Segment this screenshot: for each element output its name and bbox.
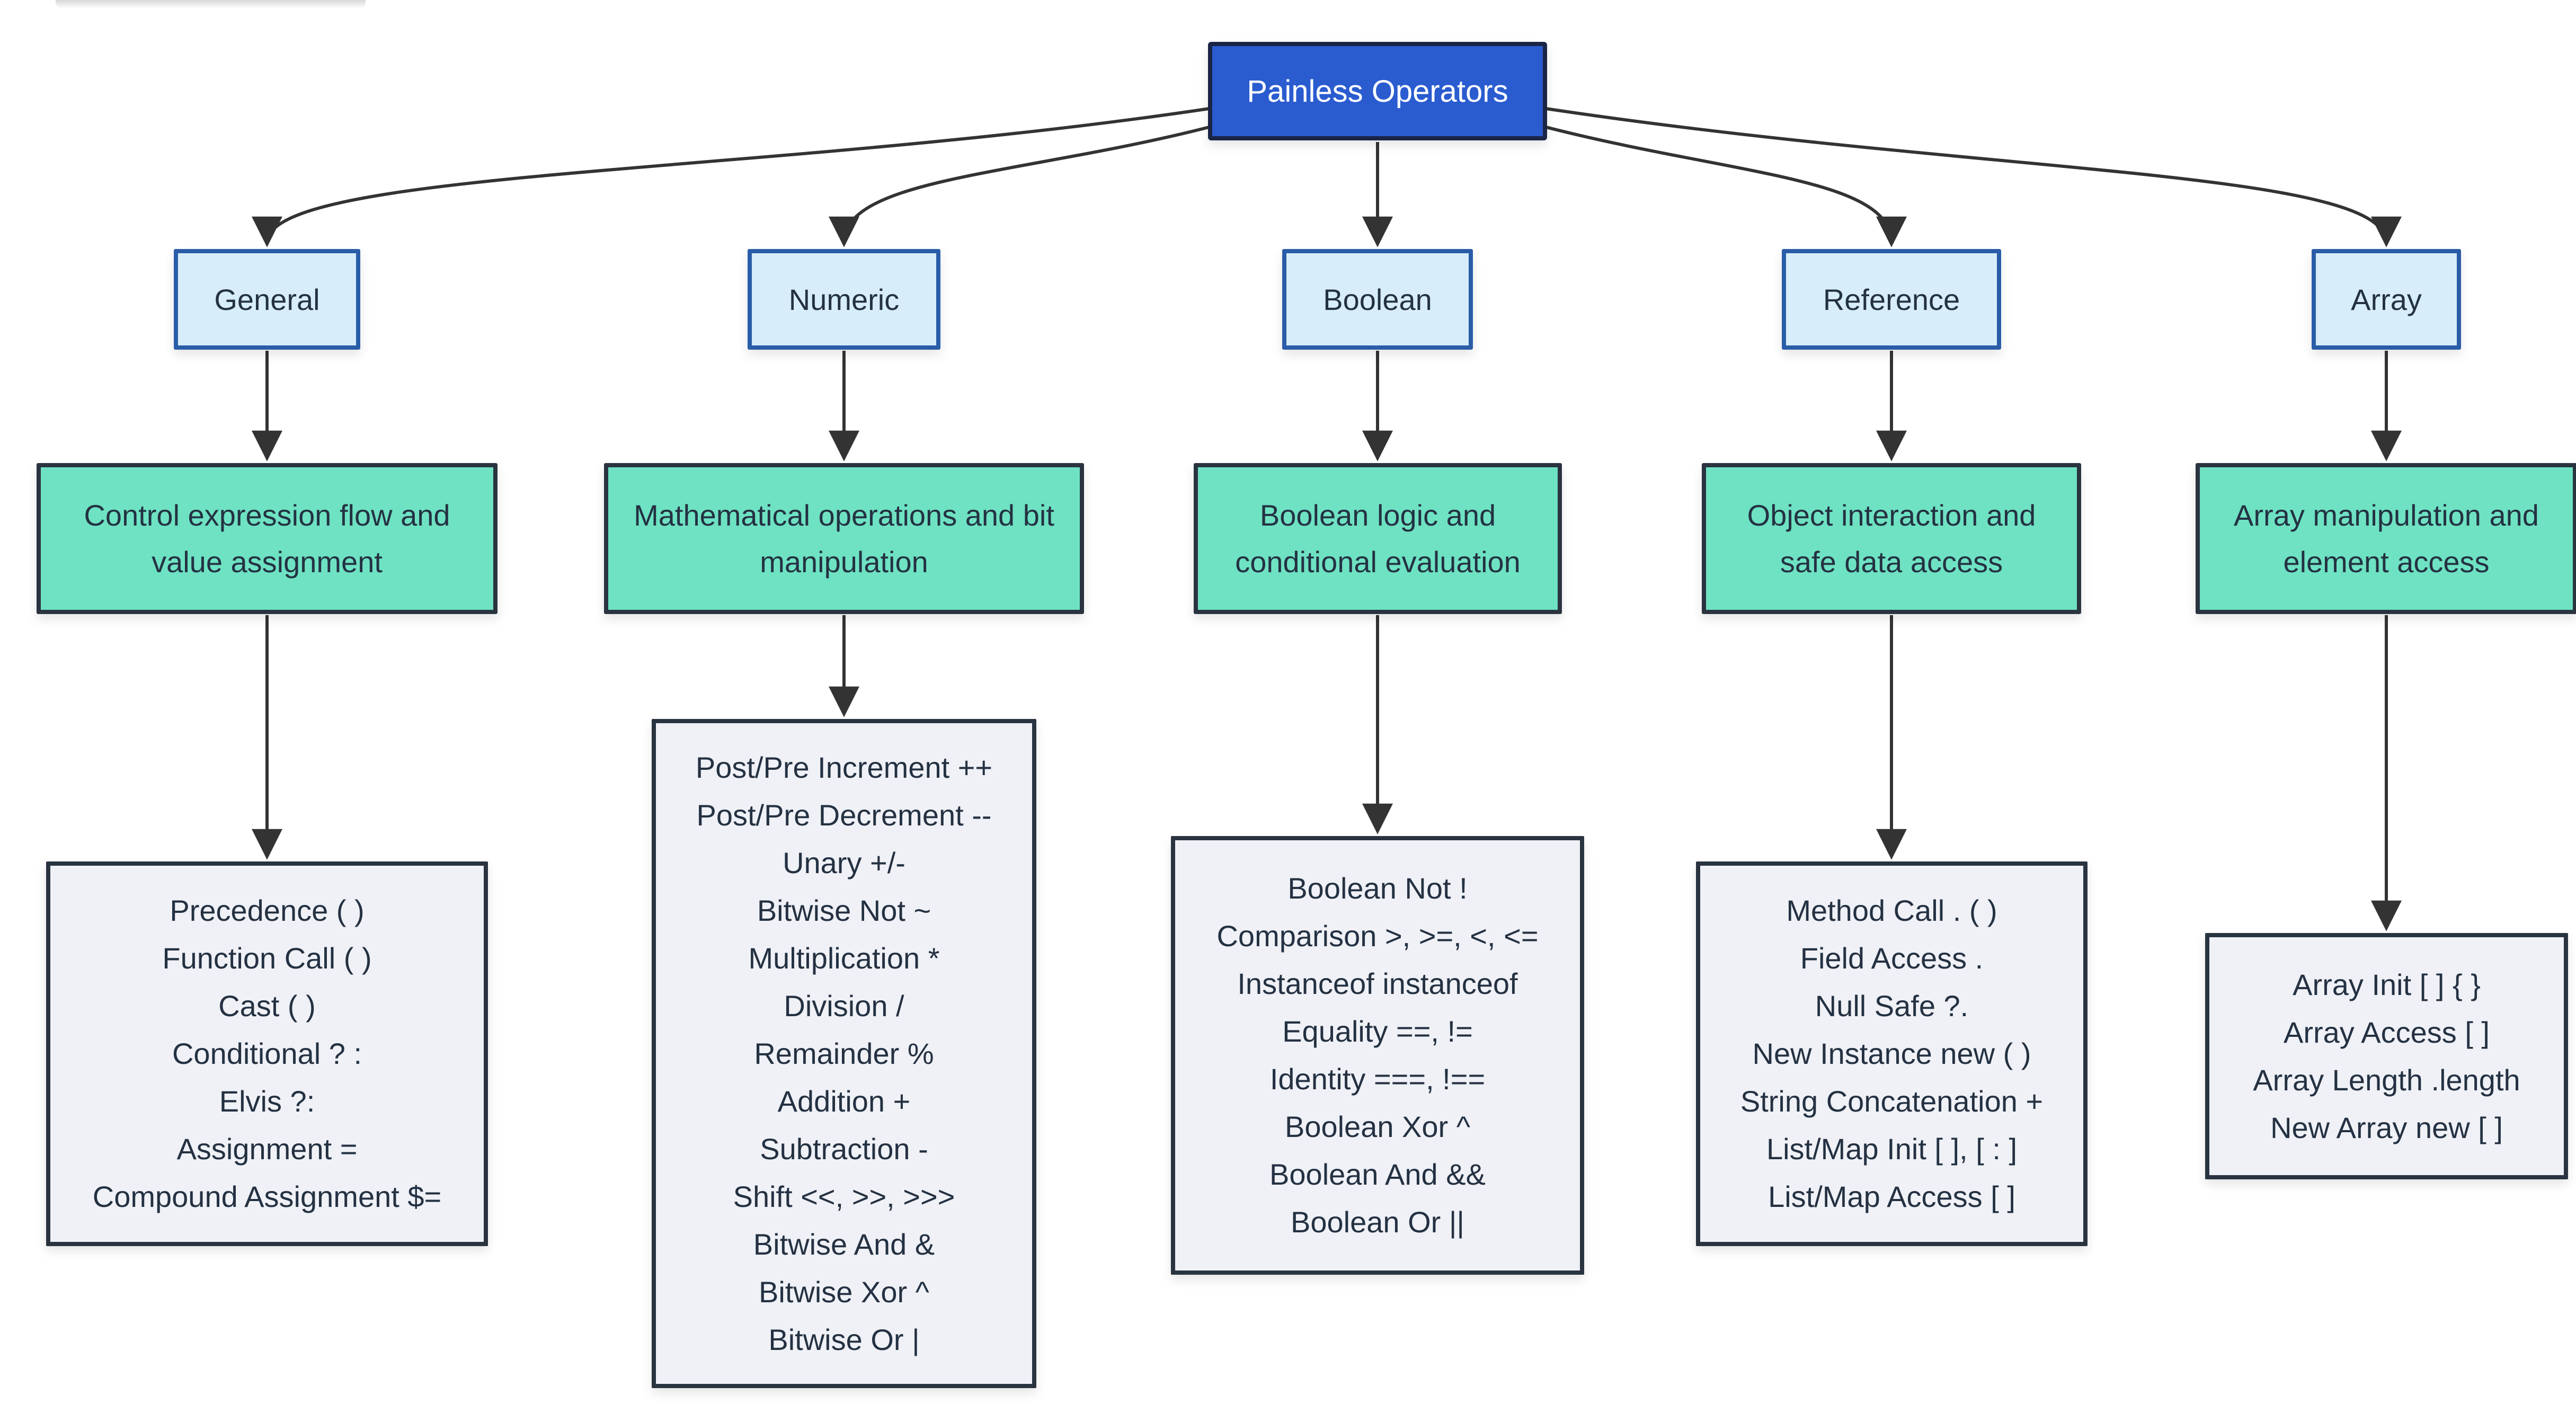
- operator-item: Cast ( ): [218, 989, 316, 1023]
- operator-item: Bitwise Or |: [768, 1322, 920, 1356]
- category-node-numeric: Numeric: [748, 249, 940, 350]
- operator-item: Method Call . ( ): [1786, 894, 1997, 927]
- operator-item: Shift <<, >>, >>>: [733, 1179, 955, 1213]
- operator-item: Array Init [ ] { }: [2293, 967, 2481, 1001]
- edge-root-to-array: [1545, 107, 2402, 247]
- summary-node-boolean: Boolean logic and conditional evaluation: [1194, 463, 1562, 614]
- operator-item: Comparison >, >=, <, <=: [1216, 919, 1539, 953]
- edge-root-to-reference: [1545, 126, 1907, 247]
- operator-list-reference: Method Call . ( ) Field Access . Null Safe…: [1696, 861, 2088, 1246]
- summary-node-array: Array manipulation and element access: [2196, 463, 2576, 614]
- operator-item: Array Access [ ]: [2284, 1015, 2490, 1049]
- operator-item: Boolean And &&: [1269, 1158, 1486, 1191]
- category-node-boolean: Boolean: [1282, 249, 1473, 350]
- category-node-general: General: [174, 249, 360, 350]
- operator-item: List/Map Access [ ]: [1768, 1180, 2015, 1213]
- operator-item: Precedence ( ): [170, 894, 365, 927]
- summary-node-general: Control expression flow and value assign…: [37, 463, 498, 614]
- operator-item: Bitwise And &: [753, 1227, 935, 1261]
- operator-list-boolean: Boolean Not ! Comparison >, >=, <, <= Inst…: [1171, 836, 1584, 1275]
- operator-item: Conditional ? :: [172, 1037, 362, 1070]
- operator-item: Boolean Or ||: [1291, 1205, 1464, 1239]
- operator-item: Boolean Not !: [1287, 872, 1468, 905]
- operator-item: Function Call ( ): [162, 941, 372, 975]
- operator-item: List/Map Init [ ], [ : ]: [1766, 1132, 2018, 1166]
- operator-list-numeric: Post/Pre Increment ++ Post/Pre Decrement …: [652, 719, 1036, 1388]
- operator-item: New Array new [ ]: [2270, 1110, 2503, 1144]
- edge-root-to-general: [252, 107, 1210, 247]
- operator-item: Post/Pre Decrement --: [696, 798, 992, 832]
- operator-list-array: Array Init [ ] { } Array Access [ ] Array …: [2205, 933, 2568, 1179]
- operator-item: Bitwise Xor ^: [759, 1275, 929, 1309]
- operator-item: Multiplication *: [748, 941, 940, 975]
- root-node-painless-operators: Painless Operators: [1208, 42, 1547, 140]
- operator-item: Post/Pre Increment ++: [695, 750, 993, 784]
- top-edge-artifact: [56, 0, 366, 8]
- operator-item: String Concatenation +: [1740, 1085, 2044, 1118]
- operator-item: Array Length .length: [2253, 1063, 2520, 1097]
- operator-item: New Instance new ( ): [1752, 1037, 2031, 1070]
- operator-item: Equality ==, !=: [1282, 1015, 1473, 1048]
- operator-item: Instanceof instanceof: [1237, 967, 1518, 1000]
- operator-item: Null Safe ?.: [1815, 989, 1969, 1023]
- operator-item: Assignment =: [176, 1132, 358, 1166]
- operator-item: Unary +/-: [783, 846, 905, 879]
- operator-item: Division /: [784, 989, 904, 1023]
- operator-item: Addition +: [777, 1084, 911, 1118]
- operator-item: Bitwise Not ~: [757, 893, 931, 927]
- operator-item: Compound Assignment $=: [92, 1180, 442, 1213]
- operator-list-general: Precedence ( ) Function Call ( ) Cast ( ) C…: [46, 861, 488, 1246]
- operator-item: Field Access .: [1800, 941, 1984, 975]
- operator-item: Elvis ?:: [219, 1085, 315, 1118]
- category-node-reference: Reference: [1782, 249, 2001, 350]
- edge-root-to-numeric: [829, 126, 1210, 247]
- summary-node-numeric: Mathematical operations and bit manipula…: [604, 463, 1084, 614]
- summary-node-reference: Object interaction and safe data access: [1702, 463, 2081, 614]
- operator-item: Subtraction -: [760, 1132, 928, 1166]
- operator-item: Identity ===, !==: [1269, 1062, 1486, 1096]
- operator-item: Boolean Xor ^: [1284, 1110, 1471, 1143]
- category-node-array: Array: [2312, 249, 2461, 350]
- operator-item: Remainder %: [754, 1036, 934, 1070]
